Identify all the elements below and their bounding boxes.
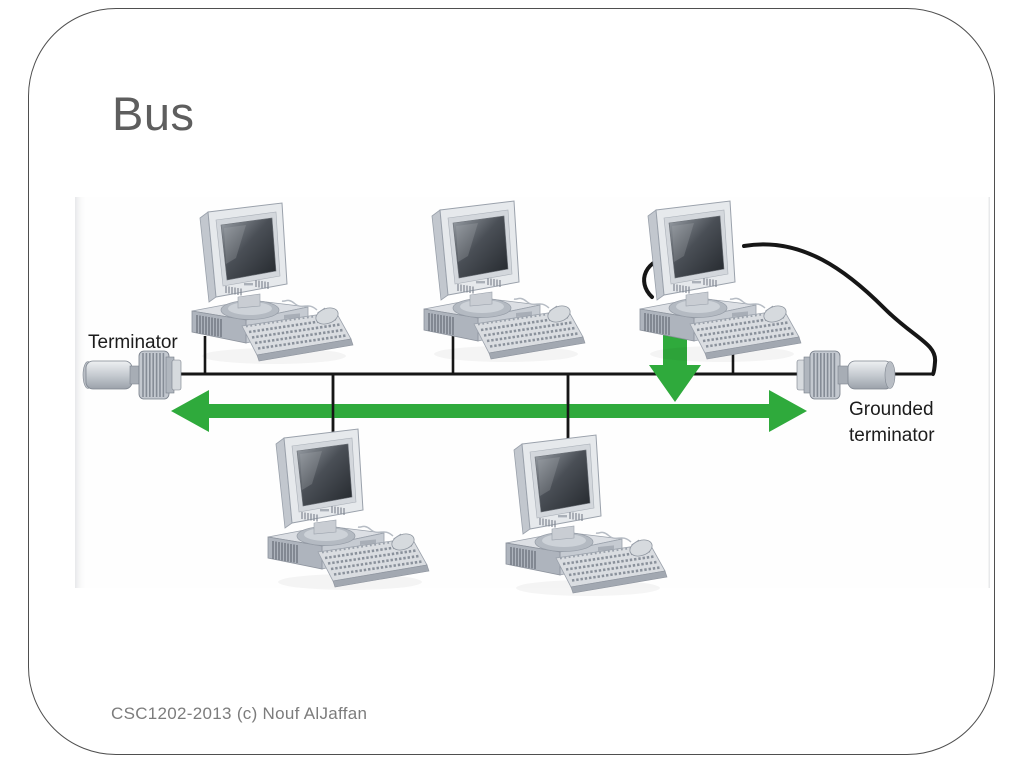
slide-footer: CSC1202-2013 (c) Nouf AlJaffan (111, 704, 368, 723)
slide-title: Bus (112, 87, 195, 140)
bus-double-arrow-icon (171, 390, 807, 432)
grounded-terminator-icon (796, 350, 896, 400)
grounded-terminator-label-line1: Grounded (849, 399, 934, 420)
terminator-label: Terminator (88, 332, 178, 353)
grounded-terminator-label-line2: terminator (849, 425, 935, 446)
down-arrow-icon (649, 327, 701, 402)
bnc-terminator-icon (82, 350, 182, 400)
bus-drop-lines-over-arrow (331, 374, 570, 442)
